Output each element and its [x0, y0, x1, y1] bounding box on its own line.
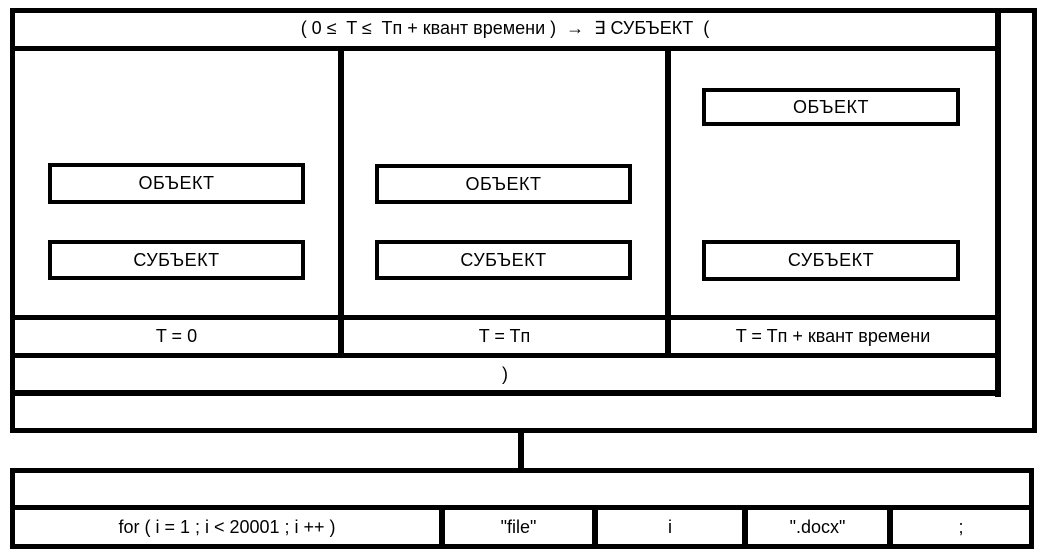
time-label-col1: T = 0	[155, 326, 198, 346]
loop-cell-for: for ( i = 1 ; i < 20001 ; i ++ )	[118, 516, 336, 537]
loop-table-row-divider	[10, 505, 1034, 510]
column-divider-2	[665, 46, 671, 358]
paren-row-bottom-border	[10, 390, 1001, 396]
cell-divider-3	[742, 505, 748, 549]
loop-cell-docx: ".docx"	[789, 516, 846, 537]
cell-divider-1	[439, 505, 445, 549]
right-strip-divider	[995, 8, 1001, 397]
cell-divider-2	[592, 505, 598, 549]
connector-line	[518, 433, 524, 469]
subject-box-col1: СУБЪЕКТ	[48, 240, 305, 280]
loop-cell-file: "file"	[500, 516, 537, 537]
subject-box-col2: СУБЪЕКТ	[375, 240, 632, 280]
object-box-col3: ОБЪЕКТ	[702, 88, 960, 126]
closing-paren: )	[502, 363, 508, 384]
object-box-col2: ОБЪЕКТ	[375, 164, 632, 204]
header-formula: ( 0 ≤ T ≤ Tп + квант времени ) → ∃ СУБЪЕ…	[300, 18, 710, 38]
time-label-col2: T = Tп	[478, 326, 531, 346]
label-row-top-border	[10, 315, 1001, 320]
object-box-col1: ОБЪЕКТ	[48, 163, 305, 204]
label-row-bottom-border	[10, 353, 1001, 358]
header-bottom-border	[10, 46, 1001, 51]
column-divider-1	[338, 46, 344, 358]
loop-cell-i: i	[668, 516, 672, 537]
main-outer-box	[10, 8, 1037, 433]
cell-divider-4	[887, 505, 893, 549]
time-label-col3: T = Tп + квант времени	[735, 326, 931, 346]
subject-box-col3: СУБЪЕКТ	[702, 240, 960, 281]
loop-cell-semicolon: ;	[958, 516, 964, 537]
